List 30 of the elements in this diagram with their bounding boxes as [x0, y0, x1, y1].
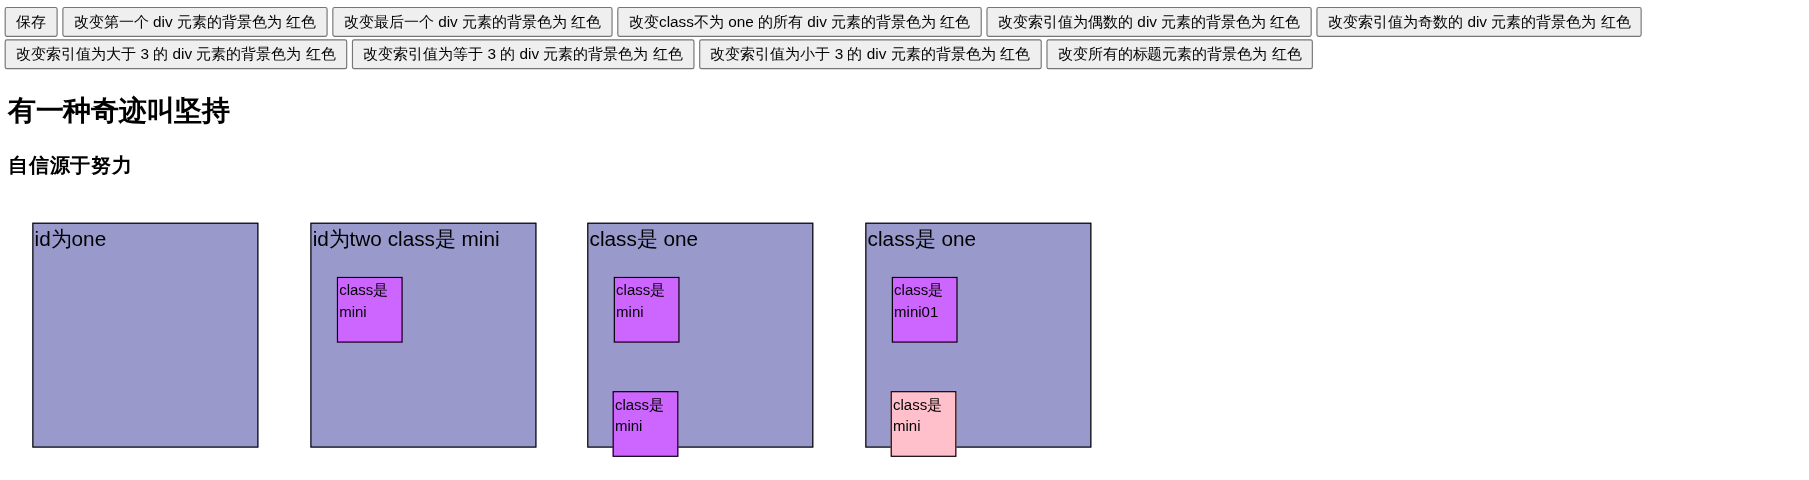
box-label: class是 mini01 — [894, 280, 945, 323]
box-label: id为one — [34, 226, 107, 252]
box-label: class是 one — [867, 226, 977, 252]
box-label: class是 mini — [892, 394, 944, 437]
subheading: 自信源于努力 — [8, 152, 133, 179]
action-button: 改变索引值为小于 3 的 div 元素的背景色为 红色 — [698, 39, 1042, 70]
box-label: class是 mini — [616, 280, 667, 323]
mini-box — [891, 276, 958, 343]
action-button: 改变索引值为偶数的 div 元素的背景色为 红色 — [986, 6, 1313, 37]
box-label: class是 one — [589, 226, 699, 252]
action-button: 改变第一个 div 元素的背景色为 红色 — [62, 6, 328, 37]
page-heading: 有一种奇迹叫坚持 — [8, 93, 230, 128]
action-button: 改变索引值为奇数的 div 元素的背景色为 红色 — [1316, 6, 1643, 37]
div-box — [587, 222, 814, 448]
div-box — [32, 222, 259, 448]
action-button: 改变索引值为大于 3 的 div 元素的背景色为 红色 — [4, 39, 348, 70]
div-box — [865, 222, 1092, 448]
div-box — [310, 222, 537, 448]
box-label: class是 mini — [339, 280, 390, 323]
box-label: id为two class是 mini — [312, 226, 500, 252]
mini-box — [612, 391, 679, 457]
action-button: 改变所有的标题元素的背景色为 红色 — [1045, 39, 1314, 70]
action-button: 改变class不为 one 的所有 div 元素的背景色为 红色 — [617, 6, 982, 37]
action-button: 改变最后一个 div 元素的背景色为 红色 — [332, 6, 613, 37]
box-label: class是 mini — [614, 394, 666, 437]
action-button: 改变索引值为等于 3 的 div 元素的背景色为 红色 — [351, 39, 695, 70]
mini-box — [336, 276, 403, 343]
mini-box — [890, 391, 957, 457]
save-button: 保存 — [4, 6, 58, 37]
mini-box — [613, 276, 680, 343]
